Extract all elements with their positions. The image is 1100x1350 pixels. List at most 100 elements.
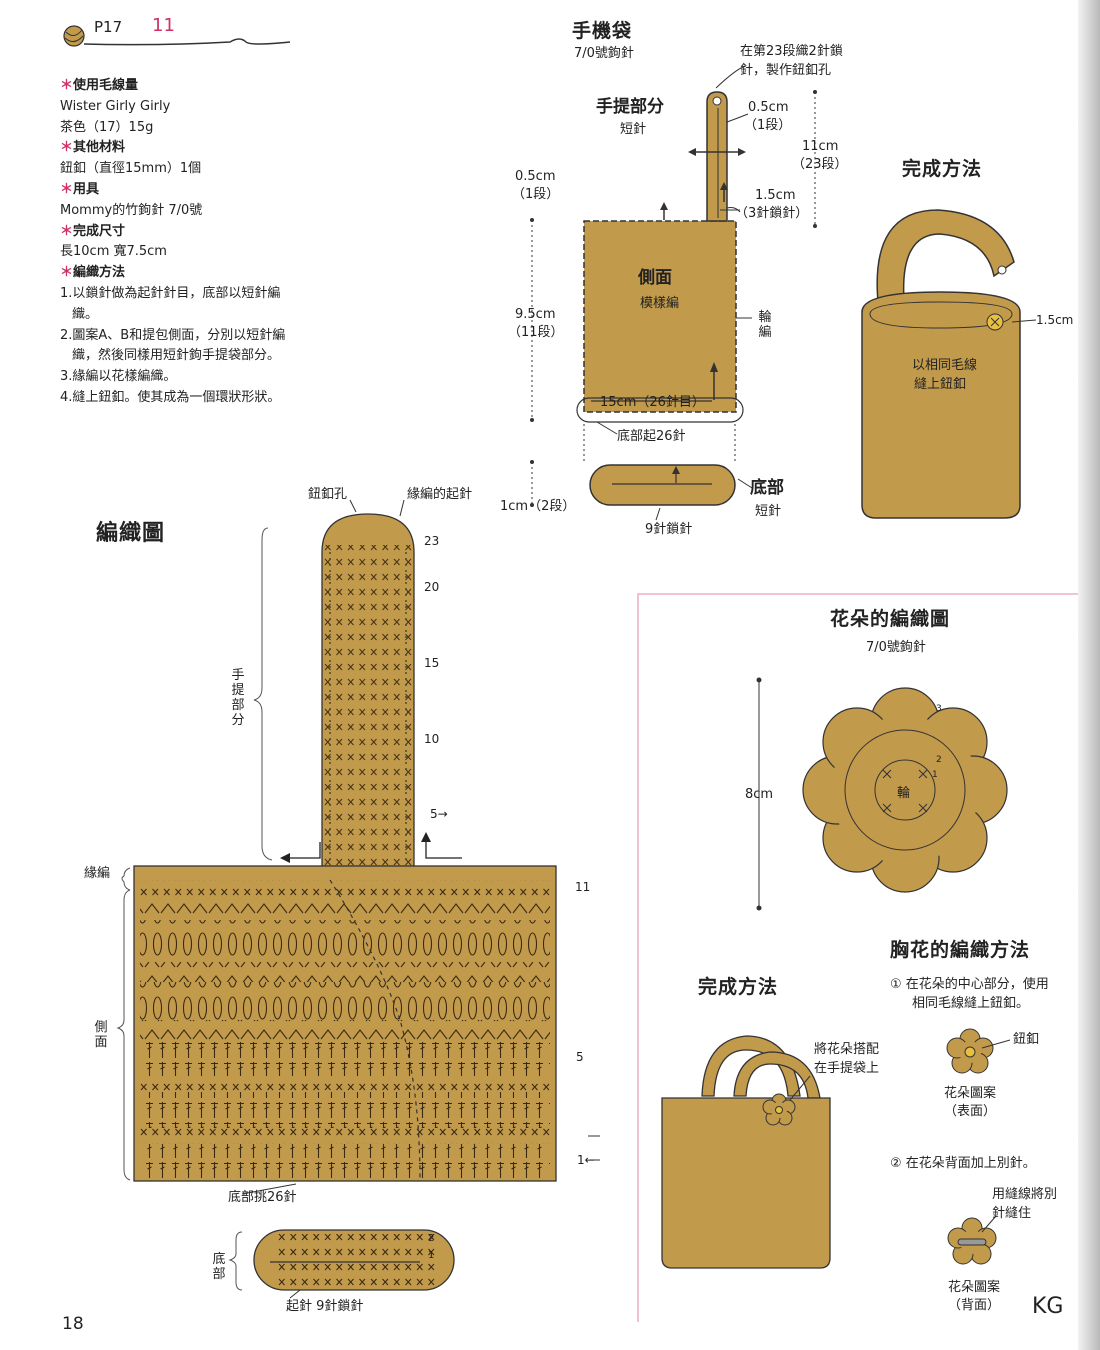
schematic-hook: 7/0號鉤針 bbox=[574, 46, 634, 61]
materials-block: ＊使用毛線量 Wister Girly Girly 茶色（17）15g ＊其他材… bbox=[60, 76, 350, 409]
step-1-cont: 織。 bbox=[72, 306, 99, 322]
schematic-title: 手機袋 bbox=[572, 20, 633, 42]
left-05cm: 0.5cm bbox=[515, 169, 556, 184]
width-label: 15cm（26針目） bbox=[600, 395, 705, 410]
page-number: 18 bbox=[62, 1314, 84, 1334]
step-3: 3.緣編以花樣編織。 bbox=[60, 369, 177, 385]
face-label-2: （表面） bbox=[944, 1104, 997, 1119]
corsage-step-2: ② 在花朵背面加上別針。 bbox=[890, 1156, 1036, 1171]
corsage-step-1: ① 在花朵的中心部分，使用 bbox=[890, 977, 1049, 992]
row-23: 23 bbox=[424, 534, 440, 548]
header-rule bbox=[83, 38, 291, 46]
base-title: 底部 bbox=[750, 478, 784, 498]
tools-item: Mommy的竹鉤針 7/0號 bbox=[60, 202, 203, 218]
side-stitch: 模樣編 bbox=[640, 296, 680, 311]
button-label: 鈕釦 bbox=[1013, 1032, 1040, 1047]
corsage-step-1-cont: 相同毛線縫上鈕釦。 bbox=[912, 996, 1030, 1011]
flower-round-2: 2 bbox=[936, 755, 942, 765]
round-label: 輪編 bbox=[758, 310, 772, 340]
finish-top-dim: 1.5cm bbox=[1036, 313, 1074, 327]
edge-start-label: 緣編的起針 bbox=[407, 487, 473, 502]
flower-round-1: 1 bbox=[932, 770, 938, 780]
back-label-1: 花朵圖案 bbox=[948, 1280, 1001, 1295]
sew-label-2: 針縫住 bbox=[992, 1206, 1032, 1221]
corsage-face bbox=[946, 1028, 1011, 1074]
yarn-color: 茶色（17）15g bbox=[60, 119, 154, 135]
buttonhole-note-2: 針，製作鈕釦孔 bbox=[740, 63, 832, 78]
yarn-heading: 使用毛線量 bbox=[73, 78, 139, 93]
finish-bottom-note-2: 在手提袋上 bbox=[814, 1061, 880, 1076]
row-10: 10 bbox=[424, 732, 440, 746]
flower-hook: 7/0號鉤針 bbox=[866, 640, 926, 655]
method-heading: 編織方法 bbox=[73, 265, 126, 281]
left-95-rows: （11段） bbox=[508, 325, 564, 340]
dim-11cm: 11cm bbox=[802, 139, 839, 154]
handle-title: 手提部分 bbox=[596, 97, 664, 117]
row-20: 20 bbox=[424, 580, 440, 594]
dimension-lines bbox=[531, 92, 816, 505]
dim-05cm: 0.5cm bbox=[748, 100, 789, 115]
bullet-icon: ＊ bbox=[60, 140, 74, 156]
dim-15cm: 1.5cm bbox=[755, 188, 796, 203]
finished-bag-bottom bbox=[661, 1035, 831, 1269]
page-ref: P17 bbox=[94, 18, 123, 36]
buttonhole-note-1: 在第23段織2針鎖 bbox=[740, 44, 843, 59]
knitting-chart bbox=[116, 499, 600, 1299]
yarn-ball-icon bbox=[63, 25, 85, 47]
step-4: 4.縫上鈕釦。使其成為一個環狀形狀。 bbox=[60, 389, 281, 405]
finish-top-note-2: 縫上鈕釦 bbox=[914, 377, 967, 392]
base-cast-on: 底部起26針 bbox=[617, 429, 686, 444]
bullet-icon: ＊ bbox=[60, 78, 74, 93]
step-1: 1.以鎖針做為起針針目，底部以短針編 bbox=[60, 285, 281, 301]
bullet-icon: ＊ bbox=[60, 223, 74, 239]
dim-11-rows: （23段） bbox=[792, 157, 848, 172]
buttonhole-label: 鈕釦孔 bbox=[308, 487, 348, 502]
handle-stitch: 短針 bbox=[620, 122, 647, 137]
base-row-1: 1 bbox=[428, 1250, 435, 1261]
finish-top-title: 完成方法 bbox=[902, 158, 983, 180]
flower-title: 花朵的編織圖 bbox=[830, 608, 951, 630]
base-label: 底部 bbox=[212, 1252, 226, 1282]
side-title: 側面 bbox=[638, 268, 672, 288]
finish-bottom-title: 完成方法 bbox=[698, 976, 779, 998]
left-95cm: 9.5cm bbox=[515, 307, 556, 322]
base-row-2: 2 bbox=[428, 1233, 435, 1244]
yarn-name: Wister Girly Girly bbox=[60, 98, 171, 114]
bullet-icon: ＊ bbox=[60, 181, 74, 197]
flower-round-3: 3 bbox=[936, 704, 942, 714]
flower-center: 輪 bbox=[897, 786, 911, 801]
pink-frame bbox=[637, 593, 1080, 1322]
watermark: KG bbox=[1032, 1294, 1064, 1319]
chart-title: 編織圖 bbox=[96, 521, 166, 546]
base-chain: 9針鎖針 bbox=[645, 522, 693, 537]
sew-label-1: 用縫線將別 bbox=[992, 1187, 1058, 1202]
size-heading: 完成尺寸 bbox=[73, 223, 126, 239]
row-15: 15 bbox=[424, 656, 440, 670]
corsage-back bbox=[947, 1215, 997, 1265]
flower-size: 8cm bbox=[745, 787, 774, 802]
other-item: 鈕釦（直徑15mm）1個 bbox=[60, 161, 202, 177]
base-start-label: 起針 9針鎖針 bbox=[286, 1299, 364, 1314]
bullet-icon: ＊ bbox=[60, 265, 74, 281]
step-2: 2.圖案A、B和提包側面，分別以短針編 bbox=[60, 327, 286, 343]
row-1: 1← bbox=[577, 1153, 595, 1167]
dim-15-sts: （3針鎖針） bbox=[735, 206, 809, 221]
finish-top-note-1: 以相同毛線 bbox=[912, 358, 978, 373]
handle-part-label: 手提部分 bbox=[231, 668, 245, 728]
size-value: 長10cm 寬7.5cm bbox=[60, 244, 167, 260]
finished-bag-top bbox=[861, 209, 1037, 519]
back-label-2: （背面） bbox=[948, 1298, 1001, 1313]
edge-label: 緣編 bbox=[84, 866, 111, 881]
left-1cm: 1cm（2段） bbox=[500, 499, 576, 514]
dim-05-rows: （1段） bbox=[744, 118, 792, 133]
other-heading: 其他材料 bbox=[73, 140, 126, 156]
book-spine-shadow bbox=[1078, 0, 1100, 1350]
pickup-label: 底部挑26針 bbox=[228, 1190, 297, 1205]
tools-heading: 用具 bbox=[73, 181, 100, 197]
corsage-title: 胸花的編織方法 bbox=[890, 939, 1031, 961]
side-label: 側面 bbox=[94, 1020, 108, 1050]
flower-diagram bbox=[802, 687, 1008, 893]
face-label-1: 花朵圖案 bbox=[944, 1086, 997, 1101]
pattern-number: 11 bbox=[152, 15, 175, 36]
